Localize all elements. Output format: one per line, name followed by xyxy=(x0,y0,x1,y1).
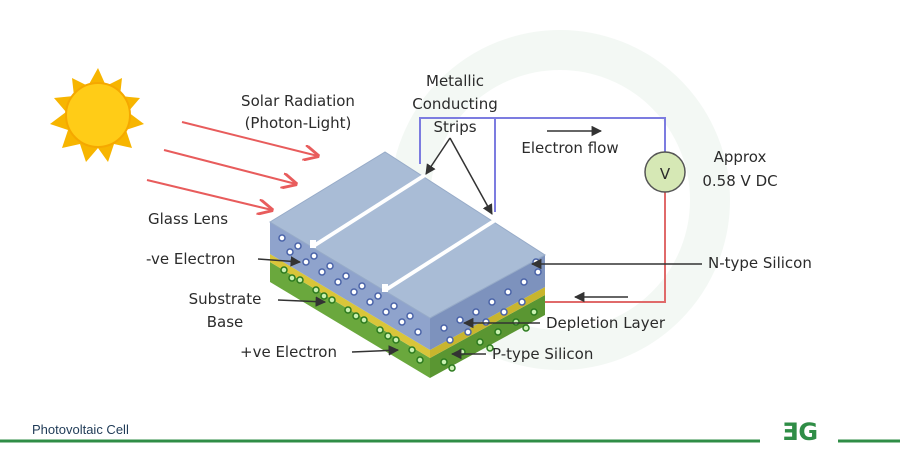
substrate-label: Substrate xyxy=(189,290,262,308)
glass-lens-label: Glass Lens xyxy=(148,210,228,228)
negative-electron-label: -ve Electron xyxy=(146,250,235,268)
negative-electrons xyxy=(278,234,542,344)
strips-pointer-1 xyxy=(425,137,451,175)
substrate-pointer xyxy=(277,296,327,307)
voltmeter-symbol: V xyxy=(660,165,671,183)
positive-electron-label: +ve Electron xyxy=(240,343,337,361)
solar-radiation-label: Solar Radiation xyxy=(241,92,355,110)
strips-pointer-2 xyxy=(449,137,493,215)
photon-light-label: (Photon-Light) xyxy=(245,114,352,132)
voltmeter: V xyxy=(644,151,686,193)
depletion-label: Depletion Layer xyxy=(546,314,666,332)
negative-electron-pointer xyxy=(257,256,302,267)
positive-electron-pointer xyxy=(351,345,400,356)
gfg-logo: ƎG xyxy=(782,418,818,446)
ray-3 xyxy=(146,179,272,210)
n-type-right-face xyxy=(430,255,545,350)
p-type-label: P-type Silicon xyxy=(492,345,593,363)
photon-rays xyxy=(146,121,318,210)
voltage-label: 0.58 V DC xyxy=(702,172,777,190)
footer: Photovoltaic Cell ƎG xyxy=(0,418,900,446)
sun-icon xyxy=(50,68,144,162)
base-label: Base xyxy=(207,313,244,331)
strips-label: Strips xyxy=(433,118,476,136)
ray-2 xyxy=(163,149,296,184)
depletion-left-face xyxy=(270,254,430,358)
metallic-strip-2 xyxy=(382,218,499,292)
glass-top-surface xyxy=(269,151,546,319)
footer-caption: Photovoltaic Cell xyxy=(32,422,129,437)
strip-tab-2 xyxy=(382,284,388,292)
n-type-left-face xyxy=(270,222,430,350)
wire-negative xyxy=(419,117,666,164)
electron-flow-label: Electron flow xyxy=(521,139,618,157)
ray-1 xyxy=(181,121,318,156)
strip-tab-1 xyxy=(310,240,316,248)
conducting-label: Conducting xyxy=(412,95,498,113)
approx-label: Approx xyxy=(714,148,767,166)
metallic-label: Metallic xyxy=(426,72,484,90)
n-type-label: N-type Silicon xyxy=(708,254,812,272)
wire-positive xyxy=(535,192,666,303)
metallic-strip-1 xyxy=(310,174,427,248)
